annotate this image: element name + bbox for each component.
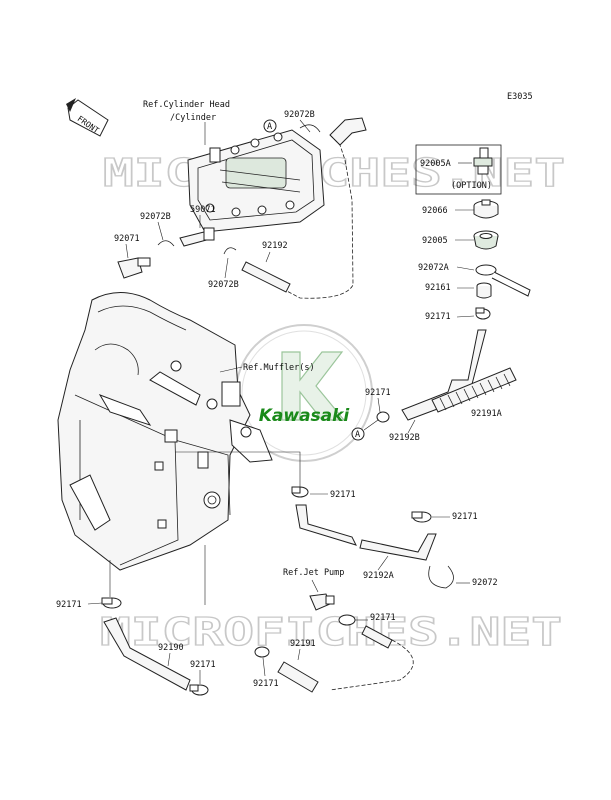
clamp-92171-b1-icon (254, 646, 270, 658)
ref-cylinder: /Cylinder (170, 113, 216, 123)
clamp-92072B-left-icon (157, 240, 175, 247)
hose-92192A (359, 533, 437, 561)
part-92171-jp: 92171 (370, 613, 396, 623)
plug-92161-icon (476, 282, 492, 299)
part-92071: 92071 (114, 234, 140, 244)
callout-a-top: A (263, 119, 277, 133)
watermark-top: MICROFICHES.NET (103, 151, 565, 195)
part-92191: 92191 (290, 639, 316, 649)
option-label: (OPTION) (451, 181, 492, 191)
callout-a-mid: A (351, 427, 365, 441)
clamp-92171-jp-icon (338, 614, 356, 626)
hose-92190 (103, 617, 191, 691)
svg-text:A: A (355, 430, 360, 440)
hose-92192A-upper (295, 504, 357, 546)
kawasaki-logo-text: Kawasaki (259, 406, 351, 426)
jet-pump-fitting-icon (309, 593, 335, 611)
part-92171-c: 92171 (330, 490, 356, 500)
part-92171-l: 92171 (56, 600, 82, 610)
corrugated-hose-92191A (431, 367, 517, 413)
part-92005A: 92005A (420, 159, 451, 169)
part-59071: 59071 (190, 205, 216, 215)
diagram-code: E3035 (507, 92, 533, 102)
fitting-59071-icon (179, 227, 215, 247)
strap-92072A-icon (475, 264, 531, 297)
part-92192: 92192 (262, 241, 288, 251)
part-92171-b1: 92171 (190, 660, 216, 670)
hose-jp (361, 625, 393, 649)
clamp-92072B-mid-icon (223, 247, 237, 255)
part-92072A: 92072A (418, 263, 449, 273)
option-box (415, 144, 502, 195)
clamp-92072-icon (428, 565, 454, 589)
part-92161: 92161 (425, 283, 451, 293)
clamp-92171-b1-icon-left (189, 684, 209, 696)
clamp-92171-mid-icon (376, 411, 390, 423)
fitting-92005A-icon (473, 147, 493, 175)
part-92171-r2: 92171 (452, 512, 478, 522)
cap-92066-icon (473, 199, 499, 219)
part-92192A: 92192A (363, 571, 394, 581)
part-92190: 92190 (158, 643, 184, 653)
part-92072B-mid: 92072B (208, 280, 239, 290)
front-arrow-icon: FRONT (66, 98, 109, 137)
clamp-92171-r2-icon (411, 511, 432, 523)
ref-jet-pump: Ref.Jet Pump (283, 568, 344, 578)
ref-cylinder-head: Ref.Cylinder Head (143, 100, 230, 110)
part-92171-r1: 92171 (425, 312, 451, 322)
fitting-92005-icon (473, 230, 499, 250)
part-92005: 92005 (422, 236, 448, 246)
part-92072B-left: 92072B (140, 212, 171, 222)
part-92171-b2: 92171 (253, 679, 279, 689)
watermark-bottom: MICROFICHES.NET (100, 610, 562, 654)
part-92192B: 92192B (389, 433, 420, 443)
part-92066: 92066 (422, 206, 448, 216)
hose-92192 (241, 261, 291, 293)
cylinder-head-ref (187, 129, 325, 233)
part-92072B-top: 92072B (284, 110, 315, 120)
clamp-92171-l-icon (101, 597, 122, 609)
kawasaki-logo: Kawasaki (235, 324, 373, 462)
hose-92191 (277, 661, 319, 693)
screw-92071-icon (117, 257, 151, 279)
ref-muffler: Ref.Muffler(s) (243, 363, 315, 373)
part-92171-mid: 92171 (365, 388, 391, 398)
part-92072: 92072 (472, 578, 498, 588)
muffler-engine-ref (57, 292, 273, 571)
clamp-92171-c-icon (291, 486, 309, 498)
clamp-92171-r1-icon (475, 307, 491, 320)
svg-text:A: A (267, 122, 272, 132)
part-92191A: 92191A (471, 409, 502, 419)
